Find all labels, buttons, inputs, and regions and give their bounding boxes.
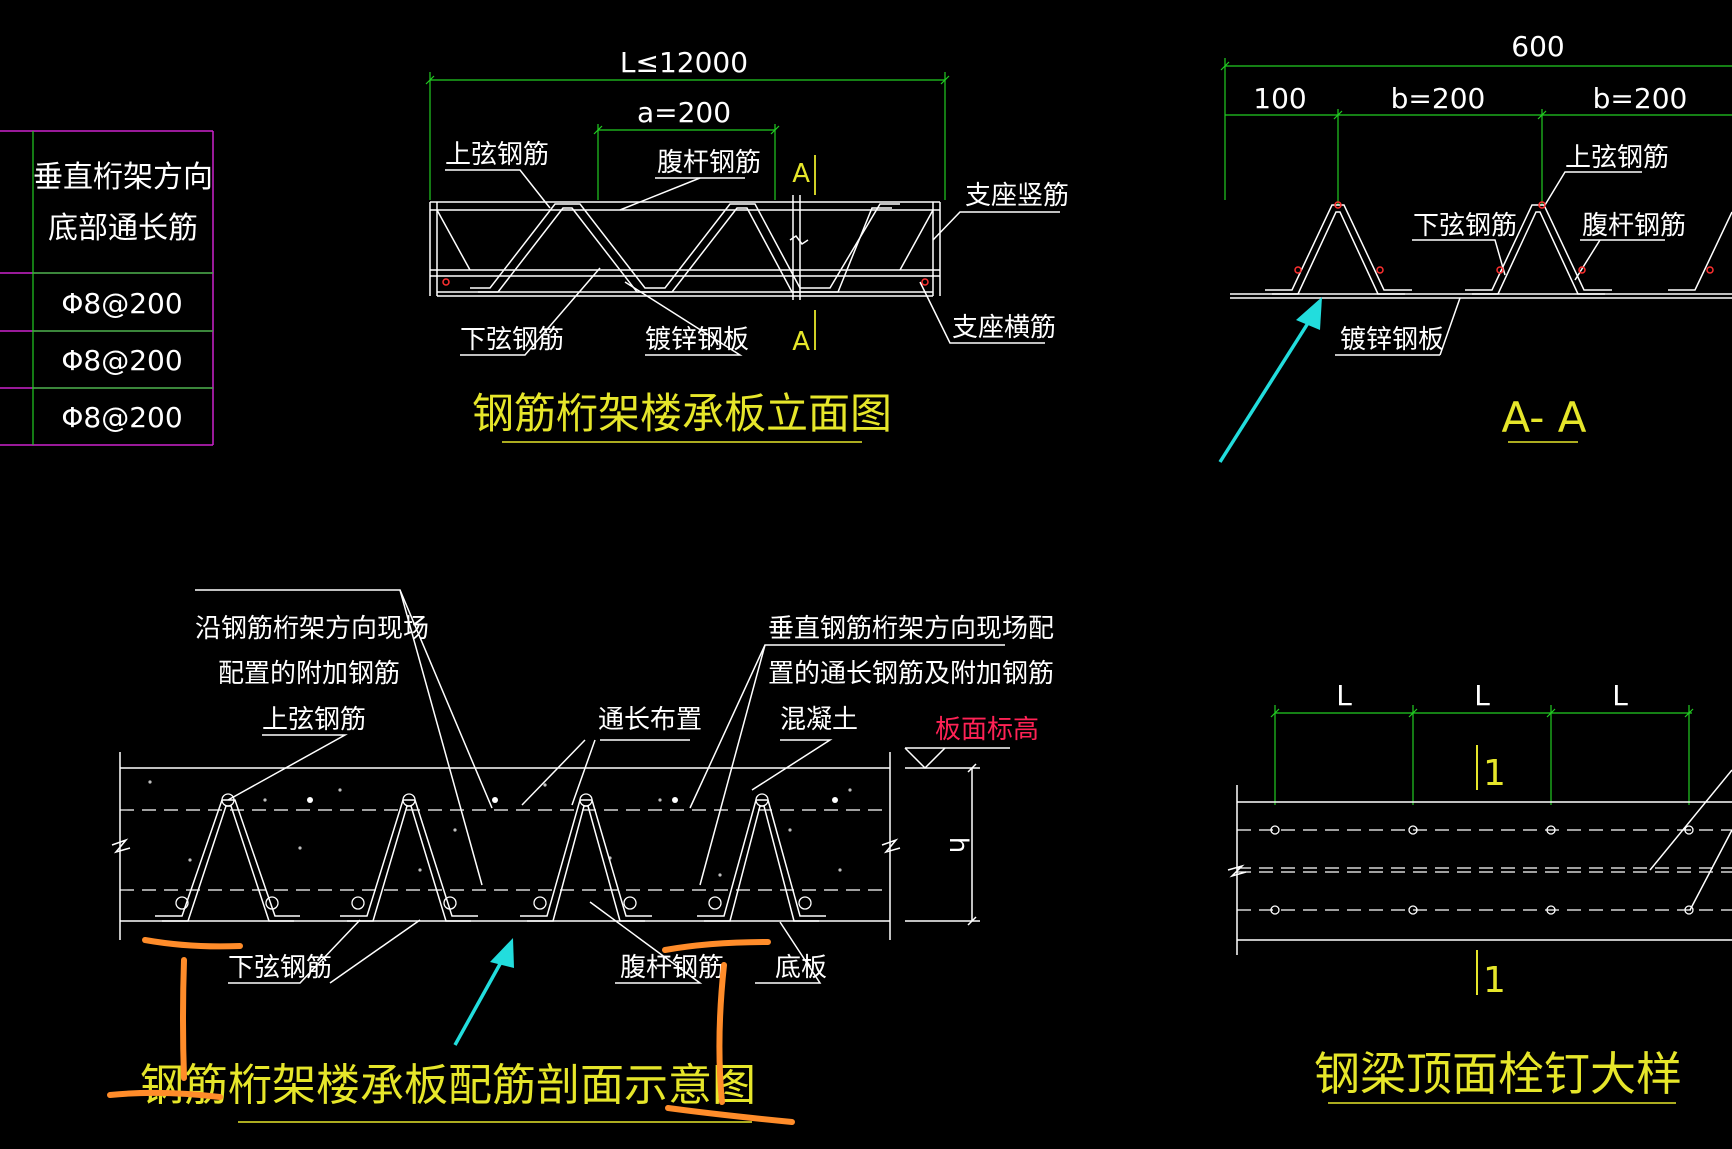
label-elevation: 板面标高 <box>935 715 1039 745</box>
concrete-speckle <box>543 783 547 787</box>
label-base-plate: 底板 <box>775 953 827 983</box>
label-bottom-chord: 下弦钢筋 <box>460 325 564 355</box>
support-rebar-dot-left <box>442 278 450 286</box>
stud-marker <box>1684 905 1694 915</box>
rebar-dot-small <box>672 797 678 803</box>
rebar-dot <box>221 793 235 807</box>
note-left-line1: 沿钢筋桁架方向现场 <box>195 614 429 644</box>
rebar-dot-small <box>492 797 498 803</box>
aa-dim-b1: b=200 <box>1391 82 1486 115</box>
aa-label-bottom-chord: 下弦钢筋 <box>1413 211 1517 241</box>
slab-section-title: 钢筋桁架楼承板配筋剖面示意图 <box>140 1060 756 1111</box>
stud-marker <box>1546 825 1556 835</box>
concrete-speckle <box>298 846 302 850</box>
label-top-chord: 上弦钢筋 <box>445 140 549 170</box>
aa-dim-total: 600 <box>1511 30 1564 63</box>
rebar-dot <box>579 793 593 807</box>
table-row-1-value: Φ8@200 <box>61 287 182 320</box>
label-web-section: 腹杆钢筋 <box>620 953 724 983</box>
aa-label-deck: 镀锌钢板 <box>1340 325 1444 355</box>
stud-marker <box>1270 905 1280 915</box>
concrete-speckle <box>658 798 662 802</box>
concrete-speckle <box>148 780 152 784</box>
stud-marker <box>1408 905 1418 915</box>
aa-rebar-dot-1 <box>1334 201 1342 209</box>
rebar-dot <box>533 896 547 910</box>
stud-marker <box>1684 825 1694 835</box>
aa-label-web: 腹杆钢筋 <box>1582 211 1686 241</box>
concrete-speckle <box>338 788 342 792</box>
slab-reinforcement-section: 沿钢筋桁架方向现场 配置的附加钢筋 垂直钢筋桁架方向现场配 置的通长钢筋及附加钢… <box>111 589 1054 1123</box>
aa-rebar-dot-7 <box>1706 266 1714 274</box>
dim-pitch: a=200 <box>637 96 731 129</box>
label-support-vertical: 支座竖筋 <box>965 181 1069 211</box>
stud-marker <box>1270 825 1280 835</box>
rebar-dot <box>443 896 457 910</box>
section-aa-view: 600 100 b=200 b=200 <box>1220 30 1732 443</box>
table-row-3-value: Φ8@200 <box>61 401 182 434</box>
rebar-dot <box>175 896 189 910</box>
aa-dim-b2: b=200 <box>1593 82 1688 115</box>
table-row-2-value: Φ8@200 <box>61 344 182 377</box>
label-thickness-h: h <box>943 837 973 853</box>
label-support-horizontal: 支座横筋 <box>952 313 1056 343</box>
annotation-ibeam-left <box>107 937 243 1100</box>
annotation-arrow-top <box>1218 297 1322 463</box>
concrete-speckle <box>263 798 267 802</box>
label-deck-plate: 镀锌钢板 <box>645 325 749 355</box>
truss-elevation-view: L≤12000 a=200 <box>425 46 1069 443</box>
concrete-speckle <box>838 868 842 872</box>
concrete-speckle <box>718 873 722 877</box>
dim-total-length: L≤12000 <box>620 46 748 79</box>
rebar-dot <box>265 896 279 910</box>
stud-dim-l1: L <box>1336 679 1352 712</box>
annotation-ibeam-right <box>662 939 795 1125</box>
stud-marker <box>1408 825 1418 835</box>
stud-section-mark-bottom: 1 <box>1483 960 1506 1001</box>
rebar-dot <box>798 896 812 910</box>
rebar-dot <box>755 793 769 807</box>
stud-detail-view: L L L 1 <box>1227 679 1732 1104</box>
stud-detail-title: 钢梁顶面栓钉大样 <box>1314 1047 1682 1101</box>
label-continuous: 通长布置 <box>598 705 702 735</box>
aa-rebar-dot-5 <box>1496 266 1504 274</box>
rebar-dot <box>623 896 637 910</box>
aa-dim-edge: 100 <box>1253 82 1306 115</box>
label-top-chord-section: 上弦钢筋 <box>262 705 366 735</box>
aa-label-top-chord: 上弦钢筋 <box>1565 143 1669 173</box>
aa-rebar-dot-2 <box>1538 201 1546 209</box>
note-left-line2: 配置的附加钢筋 <box>218 659 400 689</box>
rebar-dot <box>351 896 365 910</box>
note-right-line2: 置的通长钢筋及附加钢筋 <box>768 659 1054 689</box>
rebar-dot-small <box>832 797 838 803</box>
table-header-line2: 底部通长筋 <box>48 211 198 246</box>
label-bottom-chord-section: 下弦钢筋 <box>228 953 332 983</box>
stud-dim-l3: L <box>1612 679 1628 712</box>
section-mark-a-bottom: A <box>792 327 810 357</box>
rebar-dot <box>708 896 722 910</box>
concrete-speckle <box>848 788 852 792</box>
aa-rebar-dot-3 <box>1294 266 1302 274</box>
aa-rebar-dot-4 <box>1376 266 1384 274</box>
elevation-view-title: 钢筋桁架楼承板立面图 <box>472 389 892 438</box>
label-concrete: 混凝土 <box>780 705 858 735</box>
rebar-dot-small <box>307 797 313 803</box>
label-web-rebar: 腹杆钢筋 <box>657 148 761 178</box>
section-mark-a-top: A <box>792 159 810 189</box>
annotation-arrow-bottom <box>453 938 514 1046</box>
concrete-speckle <box>418 868 422 872</box>
stud-dim-l2: L <box>1474 679 1490 712</box>
concrete-speckle <box>788 828 792 832</box>
aa-title: A- A <box>1501 393 1586 442</box>
concrete-speckle <box>188 858 192 862</box>
stud-marker <box>1546 905 1556 915</box>
table-header-line1: 垂直桁架方向 <box>33 160 213 195</box>
stud-section-mark-top: 1 <box>1483 753 1506 794</box>
aa-rebar-dot-6 <box>1578 266 1586 274</box>
note-right-line1: 垂直钢筋桁架方向现场配 <box>768 614 1054 644</box>
support-rebar-dot-right <box>921 278 929 286</box>
rebar-dot <box>402 793 416 807</box>
concrete-speckle <box>453 828 457 832</box>
